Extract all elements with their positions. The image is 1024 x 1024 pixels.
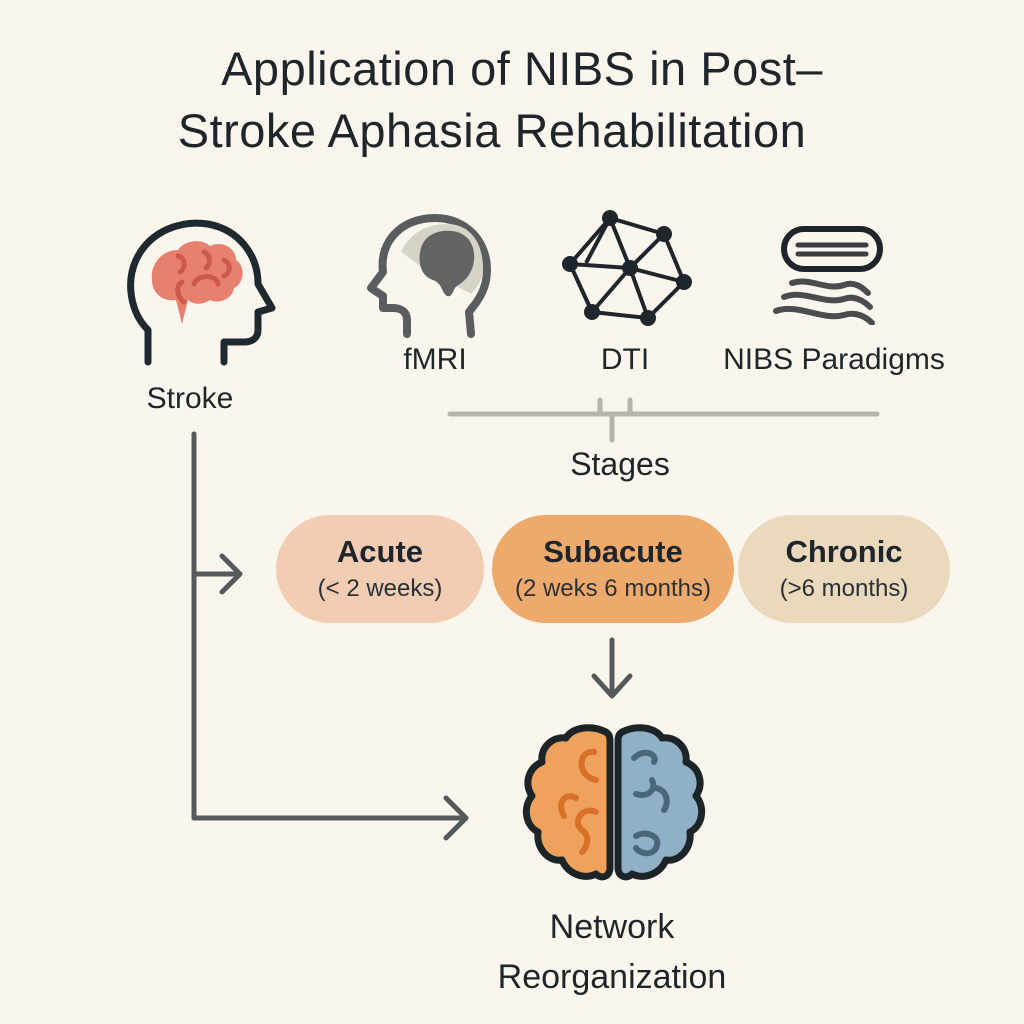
- title-line-2: Stroke Aphasia Rehabilitation: [177, 104, 807, 157]
- network-graph-icon: [562, 210, 692, 326]
- stage-to-network-arrow: [591, 637, 633, 699]
- stage-subacute: Subacute (2 weks 6 months): [492, 515, 734, 623]
- dti-label: DTI: [600, 343, 650, 376]
- stage-chronic: Chronic (>6 months): [738, 515, 950, 623]
- fmri-label: fMRI: [403, 343, 467, 376]
- network-label-line-1: Network: [549, 908, 675, 946]
- stages-bracket: [447, 397, 880, 443]
- stroke-label: Stroke: [146, 382, 234, 415]
- stage-range: (< 2 weeks): [317, 575, 443, 602]
- nibs-paradigms-label: NIBS Paradigms: [723, 343, 945, 376]
- stroke-flow-arrows: [191, 431, 469, 841]
- stage-range: (>6 months): [779, 575, 909, 602]
- head-profile-scan-icon: [367, 214, 491, 338]
- stage-range: (2 weks 6 months): [514, 575, 712, 602]
- stage-name: Acute: [336, 534, 424, 569]
- stage-name: Chronic: [785, 534, 903, 569]
- stage-name: Subacute: [543, 534, 683, 569]
- two-hemisphere-brain-icon: [522, 724, 706, 881]
- title-line-1: Application of NIBS in Post–: [221, 42, 823, 95]
- head-with-brain-icon: [127, 219, 276, 366]
- diagram-title: Application of NIBS in Post– Stroke Apha…: [0, 38, 1024, 162]
- network-label-line-2: Reorganization: [497, 958, 727, 996]
- stages-label: Stages: [570, 446, 670, 482]
- network-reorganization-label: Network Reorganization: [454, 902, 770, 1002]
- stage-acute: Acute (< 2 weeks): [276, 515, 484, 623]
- coil-waves-icon: [773, 226, 883, 325]
